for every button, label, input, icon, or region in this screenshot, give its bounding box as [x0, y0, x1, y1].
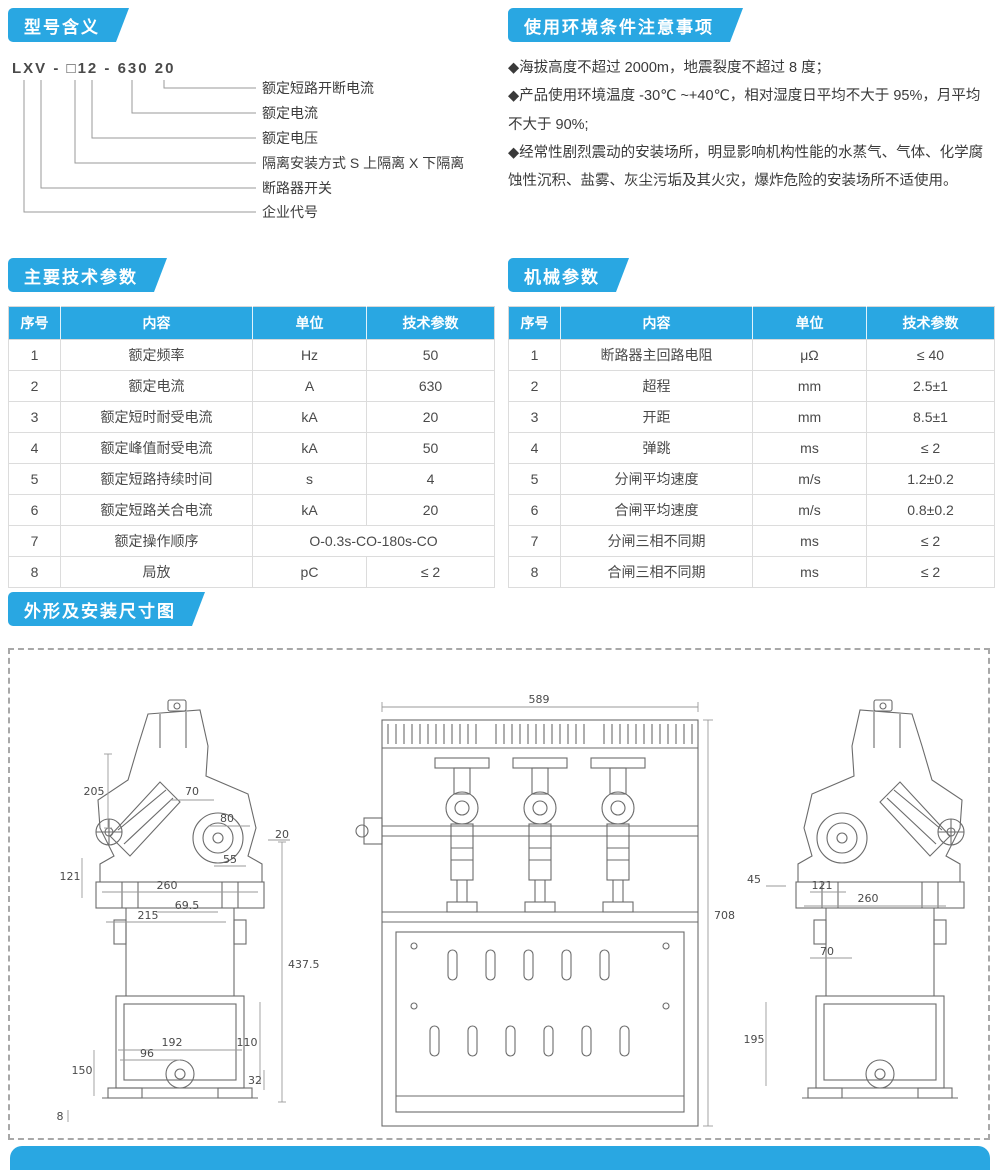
- drawing-section-title: 外形及安装尺寸图: [24, 601, 176, 621]
- technical-section-title: 主要技术参数: [24, 267, 138, 287]
- dim-label: 45: [747, 873, 761, 886]
- environment-section-header: 使用环境条件注意事项: [508, 8, 743, 42]
- mechanical-section-title: 机械参数: [524, 267, 600, 287]
- table-header-row: 序号 内容 单位 技术参数: [508, 306, 995, 340]
- dim-label: 195: [744, 1033, 765, 1046]
- dim-label: 32: [248, 1074, 262, 1087]
- dim-label: 150: [72, 1064, 93, 1077]
- dim-label: 8: [57, 1110, 64, 1123]
- dim-label: 708: [714, 909, 735, 922]
- dim-label: 121: [60, 870, 81, 883]
- col-header-value: 技术参数: [366, 306, 495, 340]
- dim-label: 589: [529, 693, 550, 706]
- dim-label: 205: [84, 785, 105, 798]
- col-header-unit: 单位: [752, 306, 867, 340]
- model-label-rated-current: 额定电流: [262, 105, 318, 121]
- dimension-drawing: 205 70 80 20 55 121 260 69.5 215 437.5 1…: [57, 693, 965, 1127]
- right-side-view: [795, 699, 965, 1099]
- environment-notes: ◆海拔高度不超过 2000m，地震裂度不超过 8 度； ◆产品使用环境温度 -3…: [508, 54, 994, 195]
- environment-note-3: ◆经常性剧烈震动的安装场所，明显影响机构性能的水蒸气、气体、化学腐蚀性沉积、盐雾…: [508, 144, 984, 190]
- dim-label: 437.5: [288, 958, 320, 971]
- footer-bar: [10, 1146, 990, 1170]
- dim-label: 110: [237, 1036, 258, 1049]
- environment-note-2: ◆产品使用环境温度 -30℃ ~+40℃，相对湿度日平均不大于 95%，月平均不…: [508, 88, 981, 133]
- left-view-dimensions: 205 70 80 20 55 121 260 69.5 215 437.5 1…: [57, 753, 320, 1123]
- drawing-section-header: 外形及安装尺寸图: [8, 592, 205, 626]
- model-label-breaker-switch: 断路器开关: [262, 180, 332, 196]
- model-code: LXV - □12 - 630 20: [12, 60, 176, 77]
- drawing-area: 205 70 80 20 55 121 260 69.5 215 437.5 1…: [8, 648, 990, 1140]
- col-header-index: 序号: [8, 306, 61, 340]
- dim-label: 96: [140, 1047, 154, 1060]
- model-label-isolation-mode: 隔离安装方式 S 上隔离 X 下隔离: [262, 155, 465, 171]
- dim-label: 70: [820, 945, 834, 958]
- environment-section: 使用环境条件注意事项 ◆海拔高度不超过 2000m，地震裂度不超过 8 度； ◆…: [508, 8, 994, 195]
- dim-label: 121: [812, 879, 833, 892]
- col-header-unit: 单位: [252, 306, 367, 340]
- dim-label: 260: [157, 879, 178, 892]
- dim-label: 70: [185, 785, 199, 798]
- model-connector-lines: [23, 80, 256, 213]
- dim-label: 260: [858, 892, 879, 905]
- col-header-value: 技术参数: [866, 306, 995, 340]
- col-header-content: 内容: [560, 306, 753, 340]
- table-header-row: 序号 内容 单位 技术参数: [8, 306, 495, 340]
- model-label-breaking-current: 额定短路开断电流: [262, 80, 374, 96]
- dim-label: 80: [220, 812, 234, 825]
- front-view-dimensions: 589 708: [381, 693, 735, 1127]
- dim-label: 69.5: [175, 899, 200, 912]
- environment-section-title: 使用环境条件注意事项: [524, 17, 714, 37]
- dim-label: 20: [275, 828, 289, 841]
- right-view-dimensions: 45 121 260 70 195: [744, 873, 946, 1086]
- model-label-company-code: 企业代号: [262, 204, 318, 220]
- dim-label: 192: [162, 1036, 183, 1049]
- model-label-rated-voltage: 额定电压: [262, 130, 318, 146]
- model-section: 型号含义 LXV - □12 - 630 20 额定短路开断电流 额定电流 额定…: [8, 8, 500, 246]
- model-section-title: 型号含义: [24, 17, 100, 37]
- technical-section-header: 主要技术参数: [8, 258, 167, 292]
- col-header-content: 内容: [60, 306, 253, 340]
- dim-label: 215: [138, 909, 159, 922]
- col-header-index: 序号: [508, 306, 561, 340]
- model-section-header: 型号含义: [8, 8, 129, 42]
- front-view: [355, 719, 699, 1127]
- mechanical-section-header: 机械参数: [508, 258, 629, 292]
- dim-label: 55: [223, 853, 237, 866]
- environment-note-1: ◆海拔高度不超过 2000m，地震裂度不超过 8 度；: [508, 60, 831, 76]
